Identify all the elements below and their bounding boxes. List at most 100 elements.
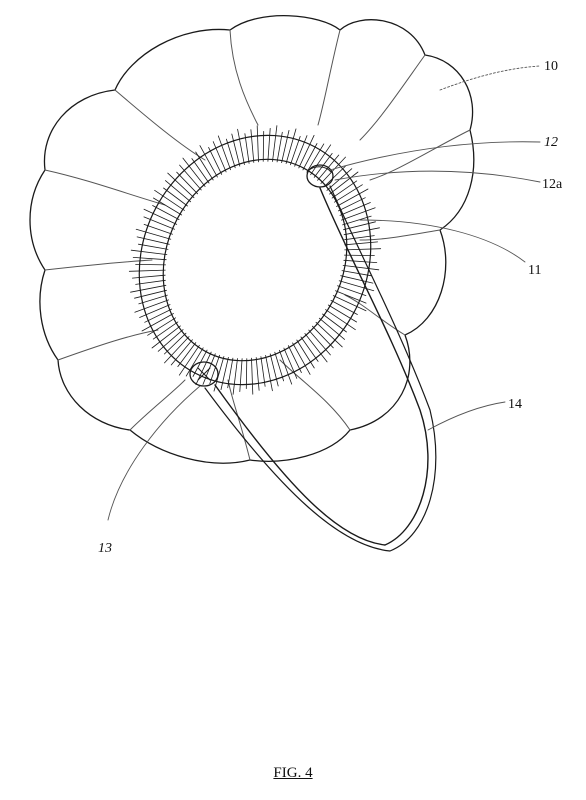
cap-fold [129, 379, 186, 431]
strap-14 [214, 187, 429, 546]
pleat-line [335, 290, 367, 304]
pleat-line [130, 249, 168, 256]
pleat-line [306, 143, 325, 173]
label-12a: 12a [542, 177, 563, 192]
label-13: 13 [98, 541, 112, 556]
pleat-line [344, 235, 375, 241]
pleat-line [289, 135, 301, 166]
pleat-line [298, 134, 315, 169]
pleat-line [256, 125, 259, 163]
pleat-line [320, 156, 346, 184]
pleat-line [245, 358, 248, 390]
pleat-line [134, 289, 167, 299]
pleat-line [338, 280, 375, 292]
pleat-line [262, 130, 265, 162]
cap-fold [229, 29, 259, 126]
pleat-line [143, 216, 175, 230]
pleat-line [339, 202, 371, 216]
pleat-line [337, 285, 367, 297]
pleat-line [341, 270, 373, 277]
pleat-line [308, 329, 331, 356]
pleat-line [179, 164, 202, 191]
pleat-line [265, 354, 273, 392]
pleat-line [336, 188, 369, 207]
label-12: 12 [544, 135, 558, 150]
pleat-line [152, 321, 179, 340]
pleat-line [330, 299, 358, 315]
pleat-line [130, 284, 167, 293]
cap-fold [279, 359, 351, 431]
pleat-line [178, 344, 200, 376]
pleat-line [163, 187, 188, 207]
cap-fold [369, 129, 471, 181]
leader-12 [329, 141, 541, 171]
pleat-line [151, 325, 181, 349]
cap-fold [227, 379, 251, 461]
pleat-line [152, 197, 183, 216]
pleat-line [225, 138, 236, 169]
cap-fold [44, 259, 153, 271]
fastener-12 [306, 164, 334, 188]
pleat-line [164, 336, 190, 364]
pleat-line [237, 128, 245, 166]
pleat-line [136, 236, 170, 245]
pleat-line [244, 133, 250, 164]
pleat-line [344, 248, 382, 251]
leader-10 [439, 65, 541, 91]
pleat-line [128, 269, 166, 272]
pleat-line [220, 356, 229, 391]
pleat-line [283, 347, 298, 379]
leader-11 [359, 219, 526, 263]
pleat-line [182, 157, 206, 187]
pleat-line [185, 347, 204, 377]
leader-12a [334, 170, 541, 183]
label-11: 11 [528, 263, 542, 278]
pleat-line [302, 143, 318, 171]
pleat-line [152, 205, 180, 221]
cap-fold [344, 294, 406, 336]
pleat-line [239, 358, 243, 393]
pleat-line [342, 264, 380, 271]
pleat-line [134, 299, 170, 313]
pleat-line [163, 332, 187, 355]
pleat-line [304, 333, 328, 363]
pleat-line [139, 304, 171, 318]
pleat-line [170, 339, 193, 366]
pleat-line [322, 313, 347, 333]
pleat-line [217, 135, 232, 171]
pleat-line [164, 180, 192, 203]
pleat-line [143, 223, 173, 235]
pleat-line [274, 351, 285, 382]
figure-caption: FIG. 4 [273, 765, 313, 781]
pleat-line [343, 254, 375, 257]
elastic-band-outer [138, 134, 372, 386]
strap-14-inner [204, 185, 437, 552]
pleat-line [337, 197, 366, 212]
pleat-line [191, 158, 210, 184]
pleat-line [292, 342, 311, 375]
pleat-line [327, 304, 358, 323]
pleat-line [278, 349, 293, 385]
pleat-line [143, 208, 178, 225]
pleat-line [343, 259, 378, 264]
pleat-line [154, 189, 185, 211]
pleat-line [144, 308, 173, 323]
cap-fold [44, 169, 166, 206]
pleat-line [227, 357, 234, 389]
pleat-lines [128, 125, 382, 395]
pleat-line [276, 131, 283, 163]
pleat-line [310, 144, 332, 176]
fastener-13 [189, 361, 219, 387]
pleat-line [232, 358, 238, 395]
pleat-line [167, 172, 195, 199]
pleat-line [287, 345, 302, 374]
pleat-line [300, 336, 319, 362]
pleat-line [209, 354, 221, 385]
pleat-line [192, 349, 208, 377]
leader-14 [427, 401, 506, 431]
pleat-line [281, 129, 290, 164]
pleat-line [212, 141, 227, 173]
pleat-line [285, 128, 297, 164]
pleat-line [329, 171, 359, 195]
